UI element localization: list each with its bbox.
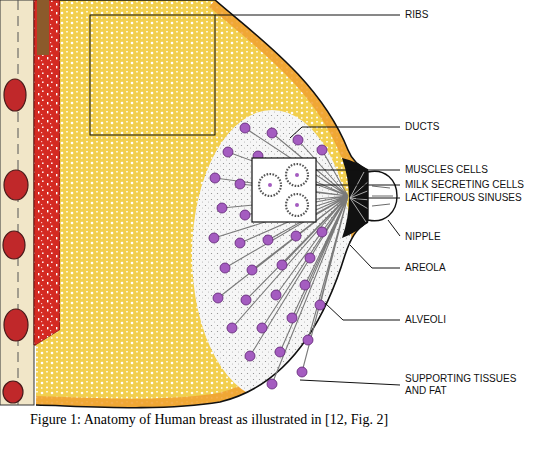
part-label: ALVEOLI xyxy=(405,314,545,326)
leader-line xyxy=(215,15,400,385)
nipple-duct xyxy=(372,186,393,206)
part-label: LACTIFEROUS SINUSES xyxy=(405,192,545,204)
nipple xyxy=(368,171,397,221)
gland-region xyxy=(192,110,352,400)
part-label: AREOLA xyxy=(405,262,545,274)
alveolus xyxy=(209,123,327,389)
alveolus-closeup xyxy=(259,164,308,216)
ribs-box xyxy=(90,15,215,135)
inset-box xyxy=(252,158,316,222)
breast-outline xyxy=(36,0,368,408)
part-label: MILK SECRETING CELLS xyxy=(405,179,545,191)
milk-cell xyxy=(268,173,299,207)
chest-wall-line xyxy=(18,0,19,405)
supporting-tissue-rim xyxy=(36,0,368,408)
part-label: RIBS xyxy=(405,9,545,21)
fatty-tissue xyxy=(36,0,368,408)
duct xyxy=(214,128,348,384)
part-label: NIPPLE xyxy=(405,231,545,243)
pectoral-muscle xyxy=(34,0,60,345)
part-label: DUCTS xyxy=(405,121,545,133)
figure-caption: Figure 1: Anatomy of Human breast as ill… xyxy=(30,411,535,428)
part-label: SUPPORTING TISSUES AND FAT xyxy=(405,373,533,397)
muscle-strip xyxy=(37,0,49,55)
part-label: MUSCLES CELLS xyxy=(405,164,545,176)
rib xyxy=(3,79,28,403)
chest-wall xyxy=(0,0,34,405)
lactiferous-sinus xyxy=(350,172,370,222)
